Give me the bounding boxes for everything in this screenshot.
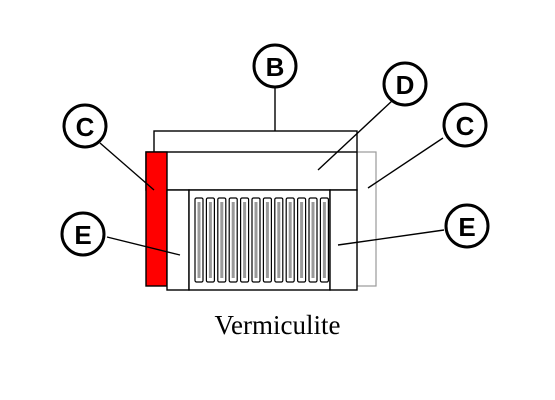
callout-b-label: B [266, 52, 285, 82]
leader-c-left [99, 142, 155, 191]
grate-slots [194, 197, 329, 283]
grate-slot-groove [197, 202, 201, 278]
right-lower-brick [329, 189, 358, 291]
right-side-panel [356, 151, 377, 287]
left-side-panel [145, 151, 168, 287]
leader-c-right [367, 137, 444, 189]
callout-d-label: D [396, 70, 415, 100]
callout-c-right-label: C [456, 111, 475, 141]
leader-d [317, 99, 394, 171]
callout-d: D [382, 61, 428, 107]
left-lower-brick [166, 189, 190, 291]
callout-c-right: C [442, 102, 488, 148]
callout-b: B [252, 43, 298, 89]
callout-e-left: E [60, 211, 106, 257]
callout-c-left: C [62, 103, 108, 149]
grate-slot-groove [208, 202, 212, 278]
back-panel [153, 130, 358, 154]
grate-slot-groove [300, 202, 304, 278]
grate-slot-groove [243, 202, 247, 278]
grate-slot-groove [220, 202, 224, 278]
grate-slot-groove [254, 202, 258, 278]
leader-e-right [337, 229, 445, 246]
callout-e-right: E [444, 203, 490, 249]
grate-slot-groove [277, 202, 281, 278]
grate-slot-groove [265, 202, 269, 278]
diagram-caption: Vermiculite [214, 310, 341, 340]
grate-slot-groove [311, 202, 315, 278]
leader-e-left [106, 236, 181, 256]
callout-c-left-label: C [76, 112, 95, 142]
grate-slot-groove [288, 202, 292, 278]
callout-e-left-label: E [74, 220, 91, 250]
grate-slot-groove [322, 202, 326, 278]
top-baffle [145, 151, 358, 191]
callout-e-right-label: E [458, 212, 475, 242]
grate-slot-groove [231, 202, 235, 278]
